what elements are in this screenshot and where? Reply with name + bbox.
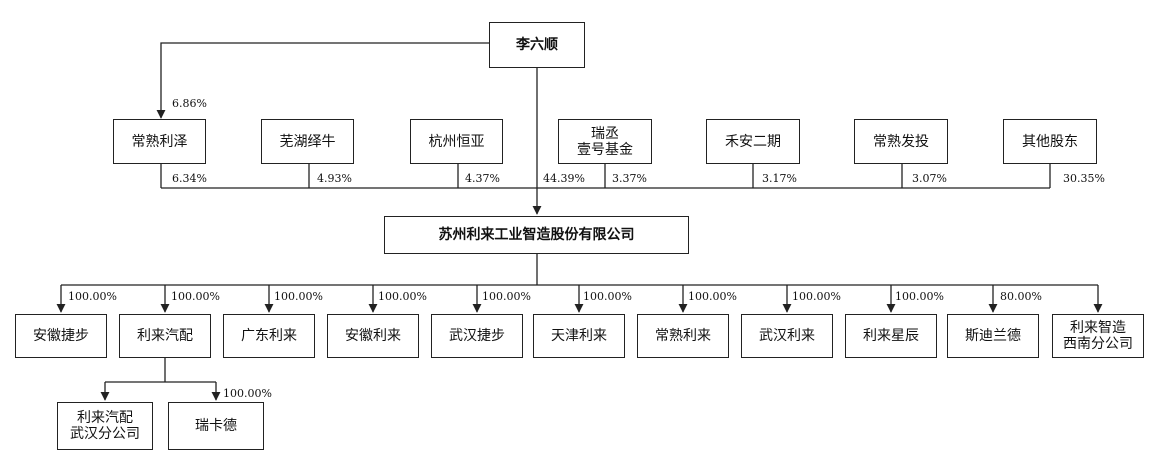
shareholder-box: 芜湖绎牛 bbox=[261, 119, 354, 164]
subsidiary-name: 天津利来 bbox=[551, 328, 607, 344]
sub-subsidiary-pct: 100.00% bbox=[223, 387, 272, 400]
subsidiary-pct: 100.00% bbox=[68, 290, 117, 303]
shareholder-name: 杭州恒亚 bbox=[428, 133, 485, 150]
shareholder-box: 常熟发投 bbox=[854, 119, 948, 164]
subsidiary-box: 安徽捷步 bbox=[15, 314, 107, 358]
shareholder-box: 禾安二期 bbox=[706, 119, 800, 164]
shareholder-pct: 3.37% bbox=[612, 172, 647, 185]
shareholder-box: 杭州恒亚 bbox=[410, 119, 503, 164]
owner-to-first-pct: 6.86% bbox=[172, 97, 207, 110]
owner-to-shareholder-line bbox=[156, 42, 489, 119]
subsidiary-pct: 100.00% bbox=[895, 290, 944, 303]
subsidiary-box: 利来星辰 bbox=[845, 314, 937, 358]
shareholder-pct: 30.35% bbox=[1063, 172, 1105, 185]
subsidiary-name: 利来智造 西南分公司 bbox=[1063, 320, 1133, 352]
subsidiary-name: 安徽捷步 bbox=[33, 328, 89, 344]
shareholder-name: 瑞丞 壹号基金 bbox=[577, 125, 633, 158]
subsidiary-pct: 100.00% bbox=[792, 290, 841, 303]
subsidiary-pct: 100.00% bbox=[171, 290, 220, 303]
shareholder-pct: 4.93% bbox=[317, 172, 352, 185]
subsidiary-name: 常熟利来 bbox=[655, 328, 711, 344]
subsidiary-name: 斯迪兰德 bbox=[965, 328, 1021, 344]
subsidiary-pct: 100.00% bbox=[688, 290, 737, 303]
shareholder-name: 常熟发投 bbox=[873, 133, 929, 150]
shareholder-name: 芜湖绎牛 bbox=[279, 133, 336, 150]
shareholder-pct: 4.37% bbox=[465, 172, 500, 185]
shareholder-name: 常熟利泽 bbox=[131, 133, 188, 150]
sub-subsidiary-name: 利来汽配 武汉分公司 bbox=[70, 410, 140, 442]
subsidiary-pct: 100.00% bbox=[482, 290, 531, 303]
subsidiary-box: 常熟利来 bbox=[637, 314, 729, 358]
shareholder-pct: 3.17% bbox=[762, 172, 797, 185]
owner-box: 李六顺 bbox=[489, 22, 585, 68]
sub-subsidiary-name: 瑞卡德 bbox=[195, 418, 237, 434]
subsidiary-box: 广东利来 bbox=[223, 314, 315, 358]
owner-direct-pct: 44.39% bbox=[543, 172, 585, 185]
company-box: 苏州利来工业智造股份有限公司 bbox=[384, 216, 689, 254]
subsidiary-box: 武汉利来 bbox=[741, 314, 833, 358]
subsidiary-pct: 100.00% bbox=[274, 290, 323, 303]
sub-subsidiary-box: 利来汽配 武汉分公司 bbox=[57, 402, 153, 450]
sub-subsidiary-box: 瑞卡德 bbox=[168, 402, 264, 450]
subsidiary-box: 利来汽配 bbox=[119, 314, 211, 358]
subsidiary-pct: 80.00% bbox=[1000, 290, 1042, 303]
shareholder-name: 其他股东 bbox=[1022, 133, 1078, 150]
shareholder-box: 其他股东 bbox=[1003, 119, 1097, 164]
shareholder-name: 禾安二期 bbox=[725, 133, 781, 150]
shareholder-pct: 6.34% bbox=[172, 172, 207, 185]
subsidiary-pct: 100.00% bbox=[378, 290, 427, 303]
subsidiary-name: 利来汽配 bbox=[137, 328, 193, 344]
shareholder-box: 常熟利泽 bbox=[113, 119, 206, 164]
subsidiary-name: 广东利来 bbox=[241, 328, 297, 344]
subsidiary-pct: 100.00% bbox=[583, 290, 632, 303]
shareholder-pct: 3.07% bbox=[912, 172, 947, 185]
company-name: 苏州利来工业智造股份有限公司 bbox=[438, 227, 635, 243]
shareholder-box: 瑞丞 壹号基金 bbox=[558, 119, 652, 164]
subsidiary-name: 武汉利来 bbox=[759, 328, 815, 344]
subsidiary-box: 武汉捷步 bbox=[431, 314, 523, 358]
subsidiary-name: 安徽利来 bbox=[345, 328, 401, 344]
subsidiary-box: 天津利来 bbox=[533, 314, 625, 358]
subsidiary-box: 利来智造 西南分公司 bbox=[1052, 314, 1144, 358]
subsidiary-box: 斯迪兰德 bbox=[947, 314, 1039, 358]
subsidiary-name: 利来星辰 bbox=[863, 328, 919, 344]
owner-name: 李六顺 bbox=[516, 37, 558, 53]
subsidiary-name: 武汉捷步 bbox=[449, 328, 505, 344]
subsidiary-box: 安徽利来 bbox=[327, 314, 419, 358]
